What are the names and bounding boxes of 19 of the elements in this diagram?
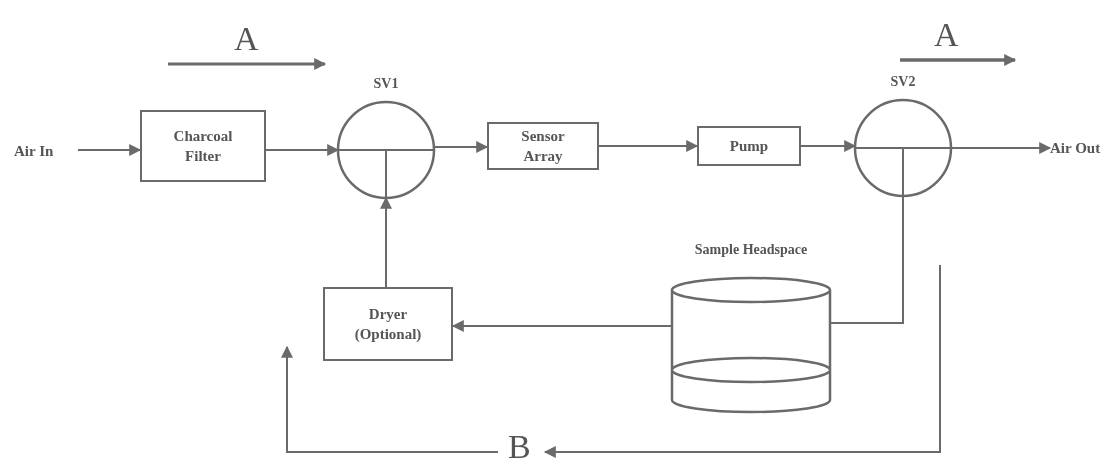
process-box: Pump <box>697 126 801 166</box>
flow-arrow <box>265 144 340 156</box>
flow-arrow <box>800 140 857 152</box>
flow-label: Air In <box>14 140 78 162</box>
flow-path-letter: A <box>234 22 259 56</box>
flow-arrow <box>380 196 392 288</box>
process-box: Charcoal Filter <box>140 110 266 182</box>
flow-arrow <box>598 140 699 152</box>
flow-arrow <box>950 142 1052 154</box>
process-box: Dryer (Optional) <box>323 287 453 361</box>
flow-label: Air Out <box>1050 137 1118 159</box>
valve-label: SV2 <box>889 74 917 90</box>
valve-label: SV1 <box>372 76 400 92</box>
process-box: Sensor Array <box>487 122 599 170</box>
tank-label: Sample Headspace <box>693 242 809 258</box>
flow-arrow <box>77 144 142 156</box>
flow-path-letter: A <box>934 18 959 52</box>
flow-arrow <box>433 141 489 153</box>
flow-path-letter: B <box>508 430 531 464</box>
